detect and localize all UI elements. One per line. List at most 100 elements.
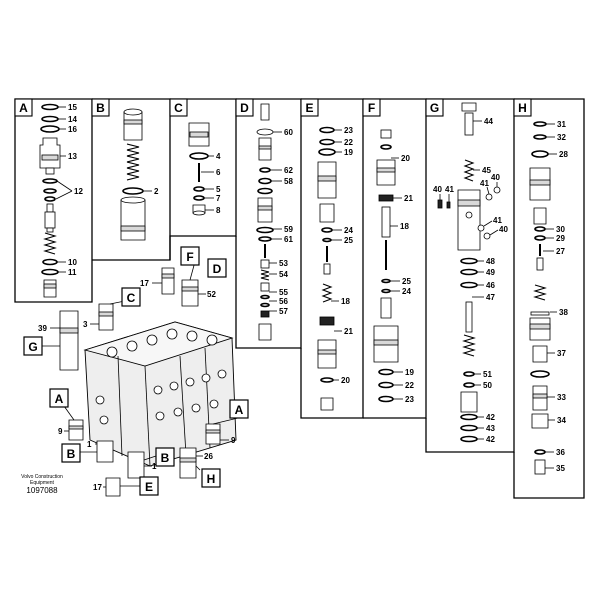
callout-a-right: A: [229, 399, 249, 419]
part-number: 34: [557, 416, 566, 425]
callout-e: E: [139, 476, 159, 496]
part-number: 42: [486, 435, 495, 444]
part-number: 45: [482, 166, 491, 175]
svg-text:F: F: [186, 250, 193, 264]
part-number: 7: [216, 194, 221, 203]
part-number: 1: [152, 462, 157, 471]
part-number: 44: [484, 117, 493, 126]
part-number: 22: [344, 138, 353, 147]
part-number: 23: [405, 395, 414, 404]
part-number: 13: [68, 152, 77, 161]
svg-text:Volvo Construction: Volvo Construction: [21, 474, 63, 480]
panel-outline-e: [300, 98, 364, 419]
callout-g: G: [23, 336, 43, 356]
panel-f-leaders: [390, 157, 403, 400]
part-number: 19: [405, 368, 414, 377]
panel-header-g: G: [425, 98, 444, 117]
part-number: 15: [68, 103, 77, 112]
part-number: 17: [93, 483, 102, 492]
part-number: 31: [557, 120, 566, 129]
part-number: 36: [556, 448, 565, 457]
part-number: 11: [68, 268, 77, 277]
svg-text:A: A: [55, 392, 64, 406]
part-number: 42: [486, 413, 495, 422]
svg-text:D: D: [240, 101, 249, 115]
part-number: 53: [279, 259, 288, 268]
panel-outline-f: [363, 98, 427, 419]
part-number: 6: [216, 168, 221, 177]
part-number: 40: [499, 225, 508, 234]
part-number: 10: [68, 258, 77, 267]
panel-g-leaders: [439, 120, 499, 440]
part-number: 3: [83, 320, 88, 329]
part-number: 58: [284, 177, 293, 186]
part-number: 2: [154, 187, 159, 196]
part-number: 21: [344, 327, 353, 336]
callout-d: D: [207, 258, 227, 278]
callout-b-left: B: [61, 443, 81, 463]
panel-outline-a: [14, 98, 93, 303]
svg-text:F: F: [368, 101, 375, 115]
part-number: 41: [480, 179, 489, 188]
part-number: 21: [404, 194, 413, 203]
panel-outline-b: [92, 98, 171, 261]
part-number: 27: [556, 247, 565, 256]
panel-header-b: B: [91, 98, 110, 117]
panel-f-parts: [373, 129, 399, 403]
part-number: 37: [557, 349, 566, 358]
part-number: 25: [344, 236, 353, 245]
part-number: 25: [402, 277, 411, 286]
part-number: 55: [279, 288, 288, 297]
control-valve-body: [83, 321, 237, 467]
part-number: 1: [87, 440, 92, 449]
svg-text:E: E: [145, 480, 153, 494]
svg-text:B: B: [161, 451, 170, 465]
part-number: 12: [74, 187, 83, 196]
part-number: 50: [483, 381, 492, 390]
svg-text:G: G: [430, 101, 439, 115]
part-number: 5: [216, 185, 221, 194]
part-number: 43: [486, 424, 495, 433]
part-number: 35: [556, 464, 565, 473]
panel-a-leaders: [55, 106, 73, 273]
drawing-code: 1097088: [26, 486, 58, 495]
svg-text:B: B: [67, 447, 76, 461]
part-number: 8: [216, 206, 221, 215]
part-number: 17: [140, 279, 149, 288]
panel-header-c: C: [169, 98, 188, 117]
panel-h-parts: [529, 121, 551, 475]
part-number: 24: [402, 287, 411, 296]
callout-b-right: B: [155, 447, 175, 467]
part-number: 32: [557, 133, 566, 142]
svg-text:B: B: [96, 101, 105, 115]
part-number: 40: [491, 173, 500, 182]
part-number: 47: [486, 293, 495, 302]
panel-d-parts: [256, 103, 274, 341]
callout-f: F: [180, 246, 200, 266]
part-number: 61: [284, 235, 293, 244]
panel-c-parts: [188, 122, 210, 216]
panel-header-h: H: [513, 98, 532, 117]
svg-text:H: H: [518, 101, 527, 115]
svg-text:Equipment: Equipment: [30, 480, 55, 486]
part-number: 9: [231, 436, 236, 445]
part-number: 62: [284, 166, 293, 175]
svg-text:H: H: [207, 472, 216, 486]
part-number: 29: [556, 234, 565, 243]
panel-header-e: E: [300, 98, 319, 117]
svg-text:C: C: [174, 101, 183, 115]
part-number: 30: [556, 225, 565, 234]
part-number: 38: [559, 308, 568, 317]
svg-text:C: C: [127, 291, 136, 305]
part-number: 39: [38, 324, 47, 333]
part-number: 26: [204, 452, 213, 461]
part-number: 28: [559, 150, 568, 159]
panel-outline-h: [513, 98, 585, 499]
publisher-caption: Volvo Construction Equipment 1097088: [21, 474, 63, 495]
part-number: 20: [341, 376, 350, 385]
part-number: 52: [207, 290, 216, 299]
svg-text:E: E: [305, 101, 313, 115]
part-number: 41: [493, 216, 502, 225]
svg-text:G: G: [28, 340, 37, 354]
